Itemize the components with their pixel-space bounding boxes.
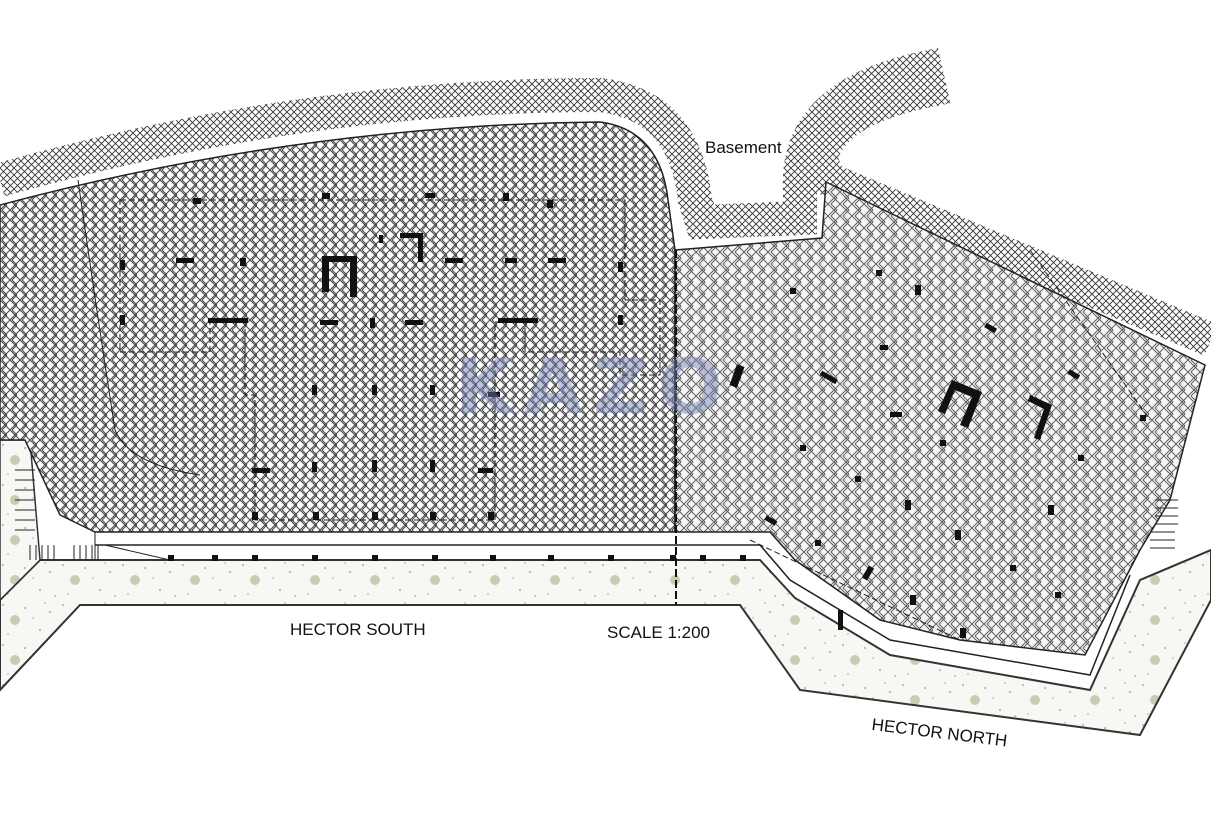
structural-columns (120, 193, 1146, 638)
hector-north-slab (674, 180, 1206, 656)
basement-label: Basement (705, 138, 782, 157)
perimeter-wall (0, 47, 1211, 356)
hector-south-slab (0, 121, 676, 533)
stairs (15, 469, 1178, 560)
road-strip (0, 548, 1211, 737)
hector-south-label: HECTOR SOUTH (290, 620, 426, 639)
scale-label: SCALE 1:200 (607, 623, 711, 642)
watermark-logo: KAZO (455, 342, 733, 431)
